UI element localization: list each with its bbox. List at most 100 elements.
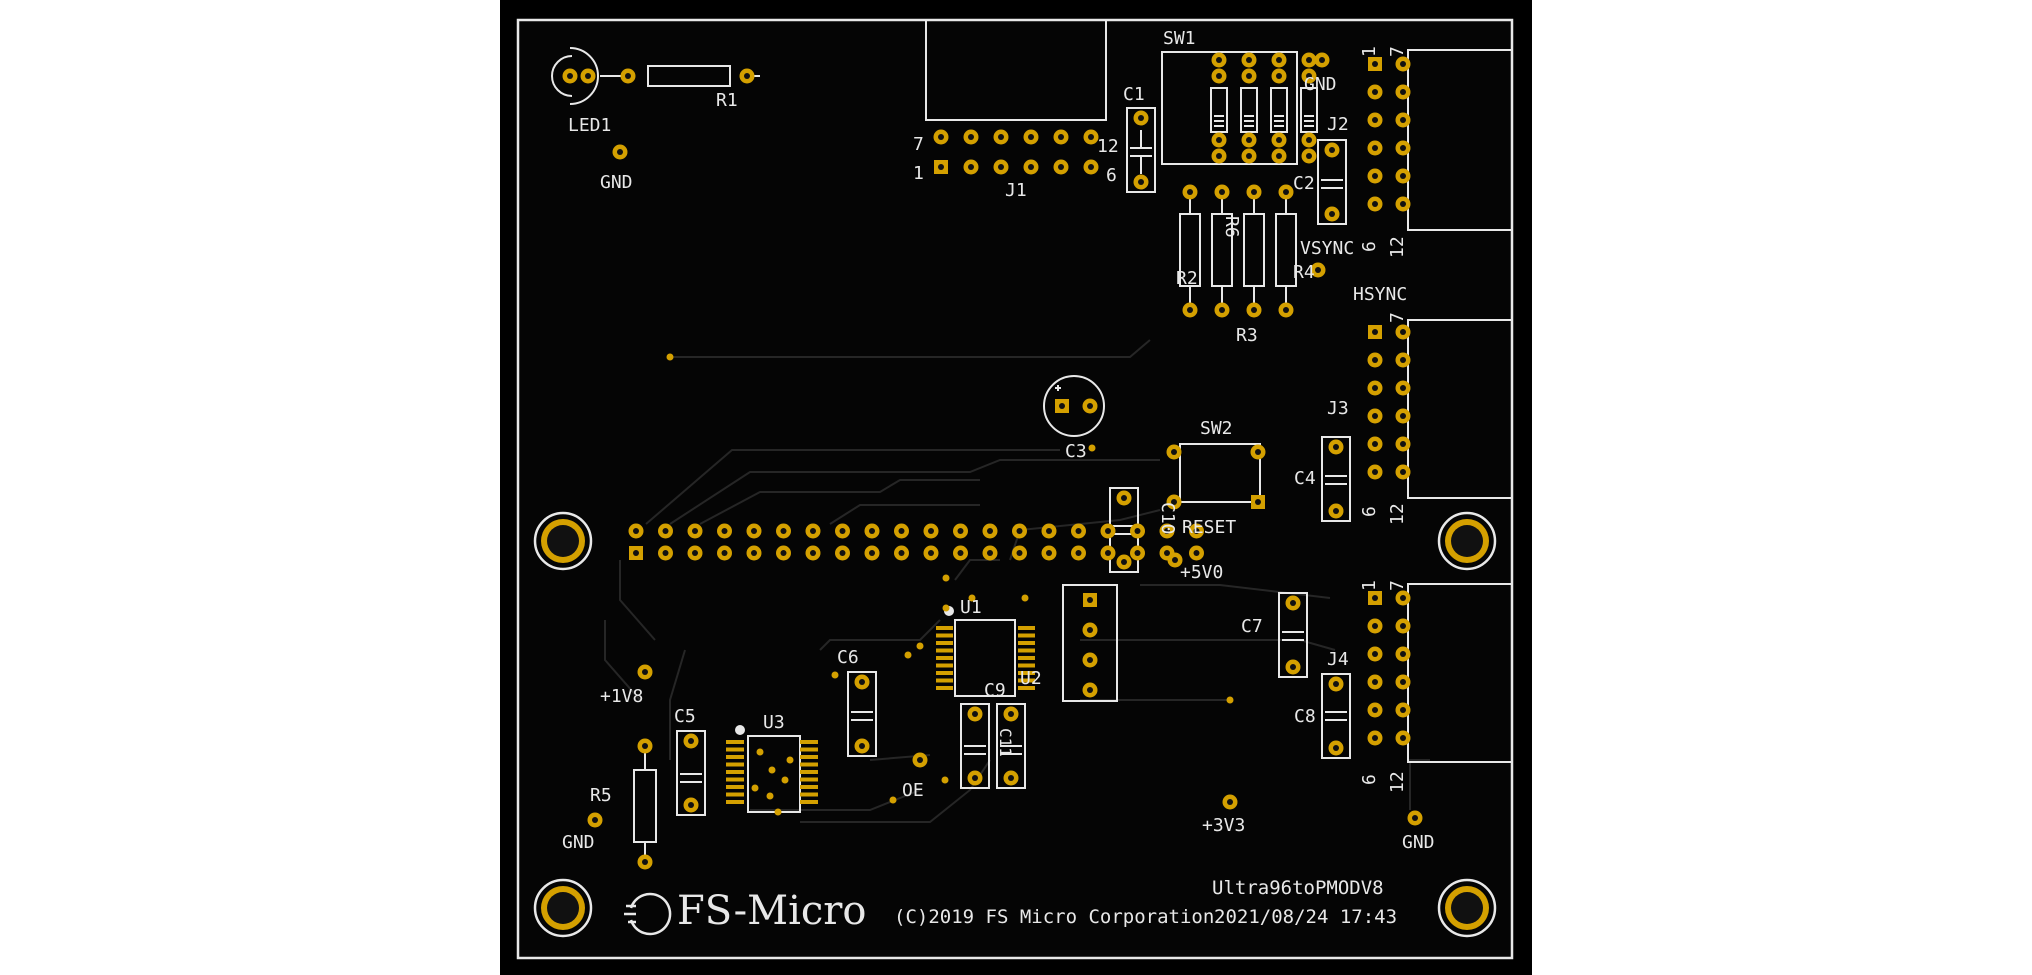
drill-hole bbox=[1016, 528, 1023, 534]
smd-pad bbox=[800, 792, 818, 797]
fs-micro-logo: FS-Micro bbox=[624, 888, 867, 936]
drill-hole bbox=[1138, 179, 1144, 185]
drill-hole bbox=[1088, 164, 1094, 170]
drill-hole bbox=[751, 528, 757, 534]
trace-layer bbox=[604, 339, 1430, 823]
c5-outline bbox=[676, 730, 706, 816]
via bbox=[1226, 696, 1234, 704]
drill-hole bbox=[1219, 307, 1225, 313]
drill-hole bbox=[1372, 707, 1378, 713]
gnd-label: GND bbox=[1402, 832, 1435, 853]
drill-hole bbox=[617, 149, 623, 155]
drill-hole bbox=[662, 528, 669, 534]
u3-label: U3 bbox=[763, 712, 785, 733]
drill-hole bbox=[1329, 211, 1335, 217]
c8-symbol bbox=[1325, 711, 1347, 721]
via bbox=[941, 776, 949, 784]
c2-outline bbox=[1317, 139, 1347, 225]
drill-hole bbox=[721, 528, 728, 534]
drill-hole bbox=[1400, 679, 1406, 685]
gnd-label: GND bbox=[1304, 74, 1337, 95]
drill-hole bbox=[1400, 441, 1406, 447]
c11-symbol bbox=[1000, 745, 1022, 755]
c2-symbol bbox=[1321, 179, 1343, 189]
c1-outline bbox=[1126, 107, 1156, 193]
drill-hole bbox=[1372, 357, 1378, 363]
smd-pad bbox=[726, 777, 744, 782]
trace bbox=[1009, 509, 1161, 561]
r5-label: R5 bbox=[590, 785, 612, 806]
j3-label: J3 bbox=[1327, 398, 1349, 419]
j3-pin7-label: 7 bbox=[1387, 312, 1408, 323]
drill-hole bbox=[1028, 164, 1034, 170]
drill-hole bbox=[1028, 134, 1034, 140]
mounting-hole-ring bbox=[533, 878, 593, 938]
drill-hole bbox=[1121, 559, 1127, 565]
drill-hole bbox=[567, 73, 573, 79]
u1-outline bbox=[954, 619, 1016, 697]
smd-pad bbox=[800, 770, 818, 774]
drill-hole bbox=[957, 528, 964, 534]
c4-symbol bbox=[1325, 475, 1347, 485]
drill-hole bbox=[1075, 550, 1082, 556]
drill-hole bbox=[1333, 681, 1339, 687]
c7-symbol bbox=[1282, 631, 1304, 641]
c3-polarity bbox=[1055, 385, 1061, 391]
vsync-label: VSYNC bbox=[1300, 238, 1354, 259]
drill-hole bbox=[592, 817, 598, 823]
via bbox=[831, 671, 839, 679]
drill-hole bbox=[1400, 385, 1406, 391]
u2-outline bbox=[1062, 584, 1118, 702]
c3-outline bbox=[1043, 375, 1105, 437]
c6-label: C6 bbox=[837, 647, 859, 668]
via bbox=[1088, 444, 1096, 452]
trace bbox=[699, 479, 980, 525]
dip-switch-lever bbox=[1244, 115, 1254, 127]
drill-hole bbox=[1400, 145, 1406, 151]
drill-hole bbox=[1016, 550, 1023, 556]
mounting-hole-ring bbox=[533, 511, 593, 571]
drill-hole bbox=[1216, 73, 1222, 79]
drill-hole bbox=[1164, 550, 1170, 556]
c2-label: C2 bbox=[1293, 173, 1315, 194]
drill-hole bbox=[1400, 735, 1406, 741]
drill-hole bbox=[633, 528, 639, 534]
j1-pin12-label: 12 bbox=[1097, 136, 1119, 157]
c9-outline bbox=[960, 703, 990, 789]
smd-pad bbox=[726, 770, 744, 774]
via bbox=[751, 784, 759, 792]
smd-pad bbox=[1018, 671, 1035, 675]
drill-hole bbox=[1372, 623, 1378, 629]
via bbox=[916, 642, 924, 650]
drill-hole bbox=[938, 164, 944, 170]
led1-outline bbox=[551, 47, 599, 105]
drill-hole bbox=[917, 757, 923, 763]
drill-hole bbox=[1276, 153, 1282, 159]
drill-hole bbox=[1315, 267, 1321, 273]
drill-hole bbox=[1219, 189, 1225, 195]
drill-hole bbox=[1306, 73, 1312, 79]
smd-pad bbox=[936, 671, 953, 675]
smd-pad bbox=[1018, 626, 1035, 630]
drill-hole bbox=[1372, 385, 1378, 391]
drill-hole bbox=[810, 528, 816, 534]
c5-label: C5 bbox=[674, 706, 696, 727]
dip-switch bbox=[1240, 87, 1258, 133]
mounting-hole bbox=[547, 525, 579, 557]
drill-hole bbox=[1058, 134, 1064, 140]
drill-hole bbox=[859, 679, 865, 685]
drill-hole bbox=[1008, 775, 1014, 781]
drill-hole bbox=[1088, 134, 1094, 140]
drill-hole bbox=[1400, 61, 1406, 67]
trace bbox=[619, 560, 656, 641]
dip-switch-lever bbox=[1214, 115, 1224, 127]
smd-pad bbox=[936, 663, 953, 668]
r2-label: R2 bbox=[1176, 268, 1198, 289]
drill-hole bbox=[1193, 550, 1200, 556]
c11-label: C11 bbox=[996, 728, 1015, 757]
via bbox=[756, 748, 764, 756]
drill-hole bbox=[1172, 557, 1178, 563]
j4-pin12-label: 12 bbox=[1387, 771, 1408, 793]
reset-label: RESET bbox=[1182, 517, 1236, 538]
drill-hole bbox=[987, 550, 993, 556]
